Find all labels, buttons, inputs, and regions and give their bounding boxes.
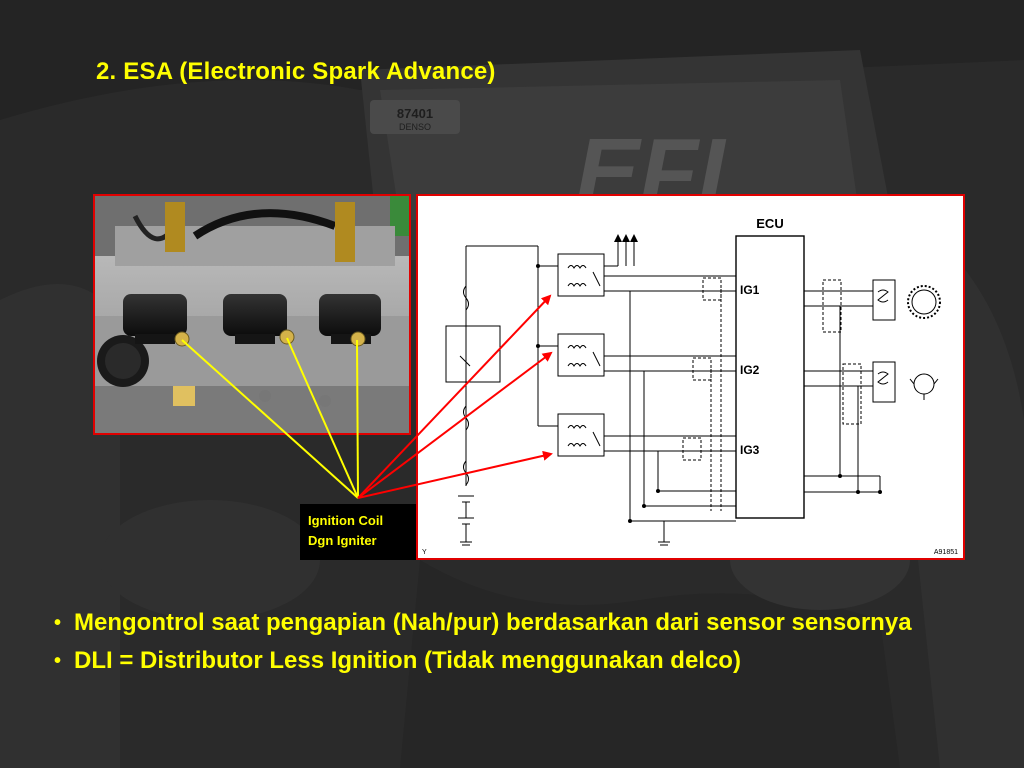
callout-line-1: Ignition Coil — [308, 513, 384, 528]
ignition-coil-1 — [123, 294, 187, 344]
ignition-coil-callout: Ignition Coil Dgn Igniter — [300, 504, 416, 560]
terminal-ig3: IG3 — [740, 443, 760, 457]
engine-coil-photo — [93, 194, 411, 435]
denso-label: 87401 DENSO — [370, 100, 460, 134]
terminal-ig1: IG1 — [740, 283, 760, 297]
svg-text:DENSO: DENSO — [399, 122, 431, 132]
ecu-label: ECU — [756, 216, 783, 231]
esa-wiring-diagram: ECU IG1 IG2 IG3 Y A91851 — [416, 194, 965, 560]
bullet-item-2: •DLI = Distributor Less Ignition (Tidak … — [54, 647, 741, 674]
bullet-list: •Mengontrol saat pengapian (Nah/pur) ber… — [48, 604, 948, 680]
ignition-coil-2 — [223, 294, 287, 344]
bullet-item-1: •Mengontrol saat pengapian (Nah/pur) ber… — [54, 609, 912, 636]
terminal-ig2: IG2 — [740, 363, 760, 377]
svg-text:87401: 87401 — [397, 106, 433, 121]
slide-title: 2. ESA (Electronic Spark Advance) — [96, 58, 496, 85]
diagram-code: A91851 — [934, 549, 958, 556]
callout-line-2: Dgn Igniter — [308, 533, 377, 548]
diagram-corner-mark: Y — [422, 549, 427, 556]
